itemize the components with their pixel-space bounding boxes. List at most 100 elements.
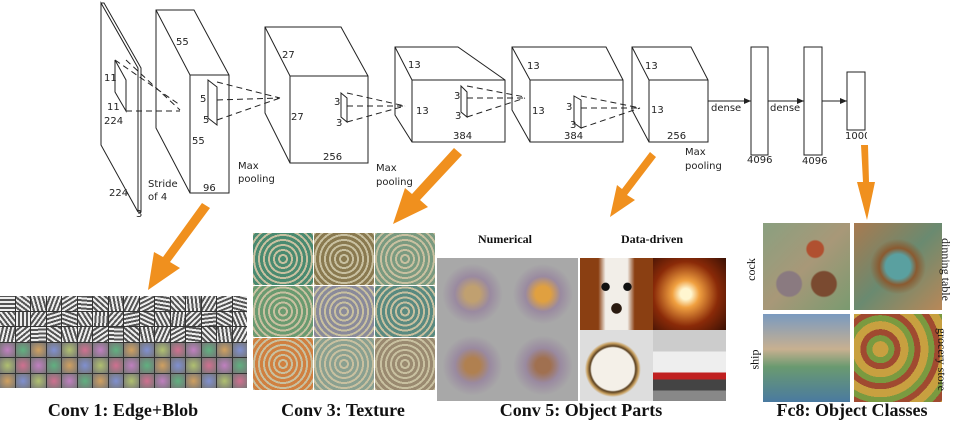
conv5-numerical-tile — [507, 329, 578, 401]
stride-value-label: of 4 — [148, 192, 167, 203]
conv1-filter — [0, 373, 15, 388]
conv1-filter — [155, 358, 170, 373]
conv1-filter — [170, 373, 185, 388]
data-driven-label: Data-driven — [621, 232, 683, 246]
input-kernel-w-label: 11 — [107, 102, 120, 113]
conv5-caption: Conv 5: Object Parts — [499, 400, 663, 420]
output-block — [846, 71, 866, 131]
conv1-size-top: 55 — [176, 37, 189, 48]
dense2-label: dense — [770, 103, 800, 114]
conv1-filter — [170, 327, 185, 342]
conv1-filter — [46, 311, 61, 326]
conv1-filter — [201, 311, 216, 326]
conv5-numerical-tile — [507, 258, 578, 330]
conv2-kernel-a: 3 — [334, 97, 340, 108]
stride-label: Stride — [148, 179, 178, 190]
conv1-filter — [186, 327, 201, 342]
class-label-cock: cock — [743, 258, 758, 281]
conv5-numerical-tile — [437, 329, 508, 401]
conv1-filter — [31, 327, 46, 342]
conv1-filter — [170, 342, 185, 357]
conv1-filter — [232, 373, 247, 388]
conv5-size-top: 13 — [645, 61, 658, 72]
conv1-filter — [62, 342, 77, 357]
conv1-filter — [155, 311, 170, 326]
conv3-depth: 384 — [453, 131, 472, 142]
arrow-conv5 — [610, 152, 656, 217]
arrow-fc8 — [857, 145, 875, 220]
conv1-filter — [186, 296, 201, 311]
conv1-filter — [93, 327, 108, 342]
conv4-kernel-a: 3 — [566, 102, 572, 113]
conv2-block — [264, 26, 369, 164]
conv1-filter — [31, 311, 46, 326]
conv1-filter — [124, 342, 139, 357]
conv1-filter — [62, 373, 77, 388]
dense1-block — [750, 46, 769, 156]
conv1-filter — [186, 373, 201, 388]
conv1-filter — [186, 358, 201, 373]
class-label-ship: ship — [747, 349, 762, 370]
dense2-size: 4096 — [802, 156, 827, 167]
conv3-size-top: 13 — [408, 60, 421, 71]
conv1-filter — [31, 358, 46, 373]
conv1-filter — [0, 296, 15, 311]
dense2-block — [803, 46, 823, 156]
conv1-filter — [139, 342, 154, 357]
conv1-filter — [46, 358, 61, 373]
conv1-filter — [31, 296, 46, 311]
conv1-filter — [62, 327, 77, 342]
receptive-field-lines — [114, 59, 641, 129]
conv1-filter — [0, 342, 15, 357]
conv1-filter — [77, 327, 92, 342]
conv1-filter — [217, 327, 232, 342]
conv1-filter — [201, 296, 216, 311]
conv1-filter — [0, 358, 15, 373]
conv1-kernel-a: 5 — [200, 94, 206, 105]
conv1-filter — [93, 373, 108, 388]
conv3-texture-tile — [314, 285, 374, 338]
conv3-size-side: 13 — [416, 106, 429, 117]
conv1-block — [155, 9, 230, 194]
conv1-filter — [139, 311, 154, 326]
conv1-filter — [170, 311, 185, 326]
conv1-filter — [31, 373, 46, 388]
conv1-filter — [139, 358, 154, 373]
conv1-filter — [201, 373, 216, 388]
conv1-filter — [186, 342, 201, 357]
conv1-depth: 96 — [203, 183, 216, 194]
conv3-texture-tile — [253, 233, 313, 285]
conv1-filter — [232, 327, 247, 342]
dense1-size: 4096 — [747, 155, 772, 166]
conv4-size-top: 13 — [527, 61, 540, 72]
conv3-kernel-a: 3 — [454, 91, 460, 102]
conv2-depth: 256 — [323, 152, 342, 163]
conv1-size-side: 55 — [192, 136, 205, 147]
conv5-numerical-tile — [437, 258, 508, 330]
dog-face-image — [580, 258, 653, 330]
conv5-size-side: 13 — [651, 105, 664, 116]
conv1-filters-image — [0, 296, 247, 388]
conv5-numerical-image — [437, 258, 578, 401]
conv1-filter — [108, 327, 123, 342]
conv1-filter — [15, 342, 30, 357]
conv1-filter — [0, 327, 15, 342]
conv1-filter — [139, 327, 154, 342]
conv1-filter — [62, 311, 77, 326]
numerical-label: Numerical — [478, 232, 532, 246]
clock-image — [580, 329, 653, 401]
conv1-filter — [201, 342, 216, 357]
conv3-texture-tile — [253, 338, 313, 390]
conv1-filter — [108, 311, 123, 326]
conv1-filter — [186, 311, 201, 326]
conv1-filter — [124, 327, 139, 342]
conv1-filter — [139, 296, 154, 311]
conv3-texture-tile — [314, 338, 374, 390]
conv3-caption: Conv 3: Texture — [281, 400, 405, 420]
conv1-filter — [201, 358, 216, 373]
conv1-filter — [139, 373, 154, 388]
conv3-texture-tile — [375, 338, 435, 390]
conv1-filter — [77, 296, 92, 311]
conv1-kernel-b: 5 — [203, 115, 209, 126]
